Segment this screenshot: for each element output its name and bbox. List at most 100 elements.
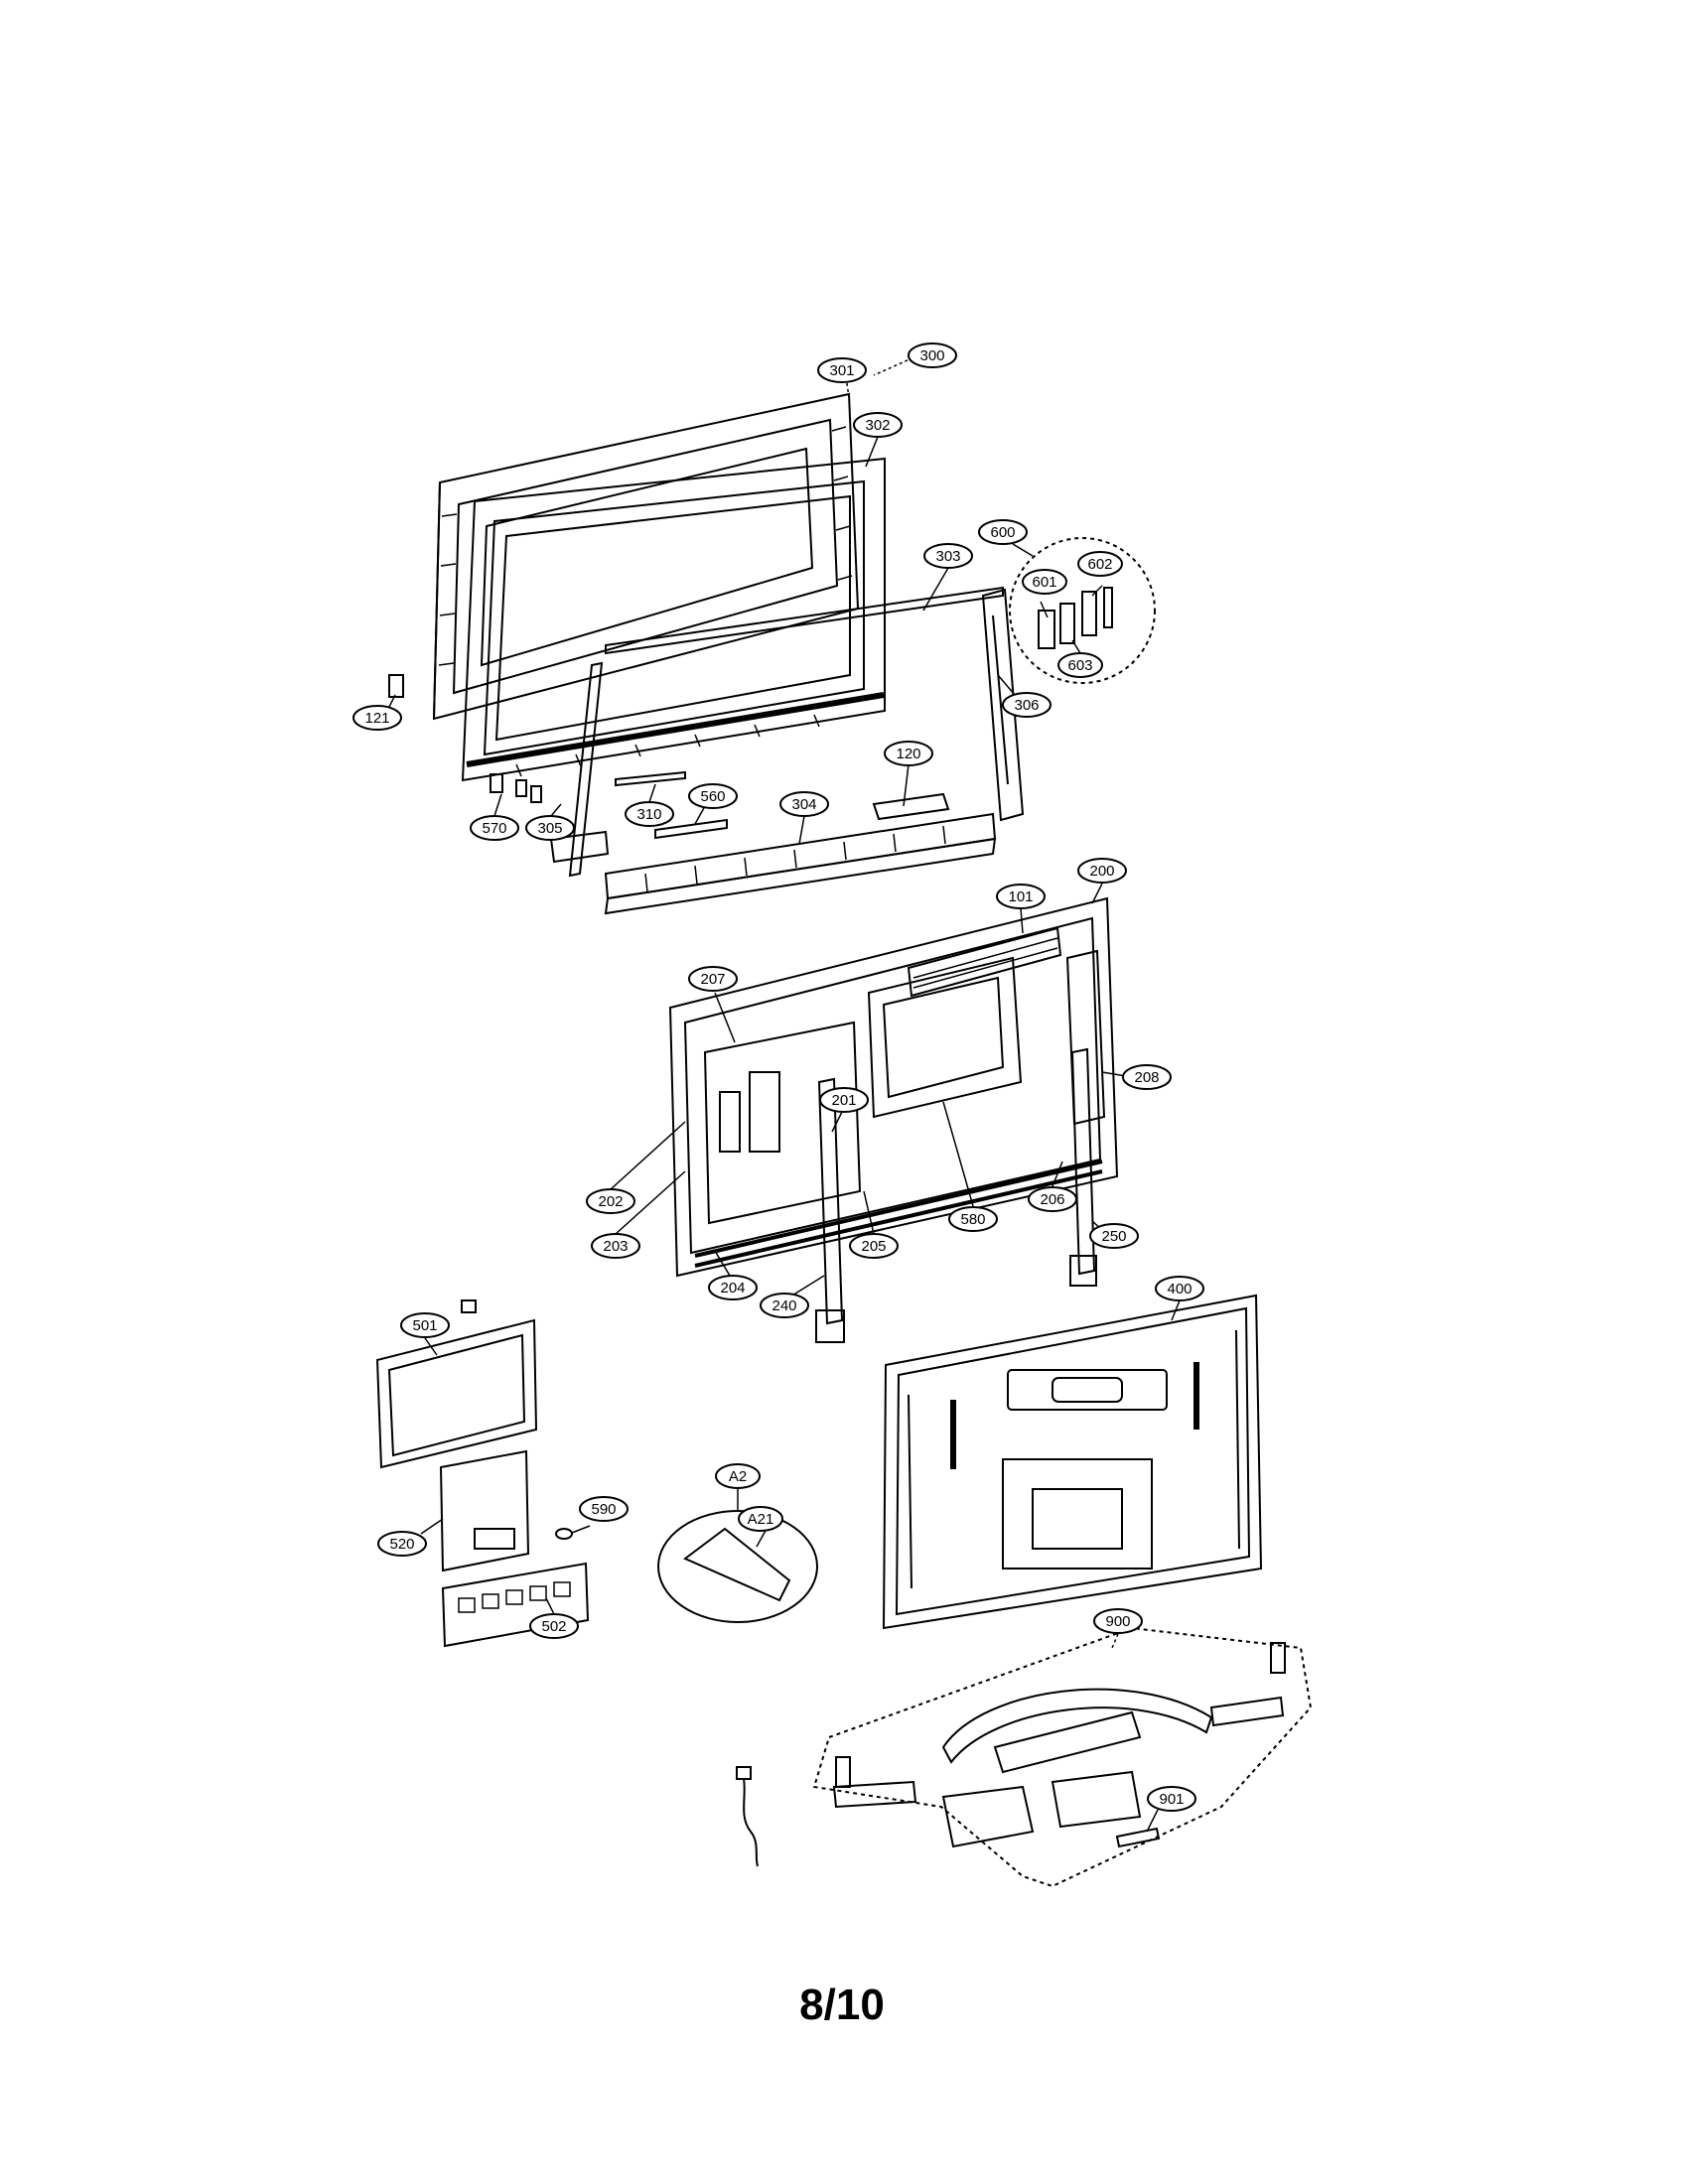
svg-text:A2: A2 <box>729 1468 747 1485</box>
callout-201: 201 <box>819 1087 869 1113</box>
callout-206: 206 <box>1028 1186 1077 1212</box>
group-a2-parts <box>657 1510 818 1623</box>
svg-text:310: 310 <box>636 806 661 823</box>
svg-text:207: 207 <box>700 971 725 988</box>
callout-501: 501 <box>400 1312 450 1338</box>
svg-text:900: 900 <box>1105 1613 1130 1630</box>
heat-sink-101 <box>907 926 1062 998</box>
svg-text:205: 205 <box>861 1238 886 1255</box>
svg-text:304: 304 <box>791 796 816 813</box>
svg-text:201: 201 <box>831 1092 856 1109</box>
main-chassis-part <box>668 896 1119 1343</box>
callout-207: 207 <box>688 966 738 992</box>
callout-901: 901 <box>1147 1786 1196 1812</box>
callout-240: 240 <box>760 1293 809 1318</box>
left-bracket-part <box>549 661 610 878</box>
svg-text:101: 101 <box>1008 888 1033 905</box>
board-502-part <box>441 1562 590 1648</box>
svg-text:580: 580 <box>960 1211 985 1228</box>
callout-200: 200 <box>1077 858 1127 884</box>
svg-text:601: 601 <box>1032 574 1056 591</box>
page-number: 8/10 <box>799 1980 885 2029</box>
svg-text:901: 901 <box>1159 1791 1184 1808</box>
board-520-part <box>439 1449 530 1572</box>
stand-assembly-part <box>812 1626 1313 1888</box>
callout-590: 590 <box>579 1496 629 1522</box>
callout-520: 520 <box>377 1531 427 1557</box>
stand-bracket-240 <box>815 1077 845 1343</box>
callout-580: 580 <box>948 1206 998 1232</box>
callout-a21: A21 <box>738 1506 783 1532</box>
back-cover-logo <box>1007 1369 1168 1411</box>
callout-502: 502 <box>529 1613 579 1639</box>
clips-570-part <box>490 773 542 803</box>
power-board-part <box>703 1021 862 1225</box>
callout-305: 305 <box>525 815 575 841</box>
svg-text:600: 600 <box>990 524 1015 541</box>
callout-601: 601 <box>1022 569 1067 595</box>
bar-310-part <box>615 770 686 787</box>
callout-250: 250 <box>1089 1223 1139 1249</box>
callout-560: 560 <box>688 783 738 809</box>
callout-603: 603 <box>1057 652 1103 678</box>
power-cord-part <box>736 1766 759 1867</box>
svg-text:200: 200 <box>1089 863 1114 880</box>
support-bar-part <box>605 586 1004 655</box>
front-filter-part <box>461 457 886 782</box>
leader-lines <box>388 354 1181 1833</box>
svg-text:603: 603 <box>1067 657 1092 674</box>
callout-300: 300 <box>908 342 957 368</box>
svg-text:301: 301 <box>829 362 854 379</box>
callout-310: 310 <box>625 801 674 827</box>
callout-600: 600 <box>978 519 1028 545</box>
callout-204: 204 <box>708 1275 758 1300</box>
svg-text:250: 250 <box>1101 1228 1126 1245</box>
svg-text:570: 570 <box>482 820 506 837</box>
part-590 <box>555 1528 573 1540</box>
callout-602: 602 <box>1077 551 1123 577</box>
callout-203: 203 <box>591 1233 640 1259</box>
callout-301: 301 <box>817 357 867 383</box>
callout-900: 900 <box>1093 1608 1143 1634</box>
bar-560-part <box>654 818 728 840</box>
back-cover-part <box>882 1294 1263 1630</box>
bottom-bar-part <box>604 812 997 915</box>
svg-text:203: 203 <box>603 1238 628 1255</box>
svg-text:121: 121 <box>364 710 389 727</box>
svg-text:A21: A21 <box>748 1511 774 1528</box>
svg-text:202: 202 <box>598 1193 623 1210</box>
speaker-grill-part <box>694 1160 1103 1268</box>
callout-306: 306 <box>1002 692 1052 718</box>
callout-121: 121 <box>352 705 402 731</box>
svg-text:240: 240 <box>772 1297 796 1314</box>
svg-text:300: 300 <box>919 347 944 364</box>
clip-121-part <box>388 674 404 698</box>
svg-text:120: 120 <box>896 746 920 762</box>
callout-101: 101 <box>996 884 1046 909</box>
svg-text:206: 206 <box>1040 1191 1064 1208</box>
callout-205: 205 <box>849 1233 899 1259</box>
svg-text:501: 501 <box>412 1317 437 1334</box>
front-bezel-part <box>432 392 860 721</box>
svg-text:302: 302 <box>865 417 890 434</box>
svg-text:208: 208 <box>1134 1069 1159 1086</box>
svg-text:303: 303 <box>935 548 960 565</box>
group-600-parts <box>1009 537 1156 684</box>
svg-text:204: 204 <box>720 1280 745 1297</box>
callout-304: 304 <box>779 791 829 817</box>
main-board-part <box>867 956 1023 1119</box>
callout-a2: A2 <box>715 1463 761 1489</box>
callout-302: 302 <box>853 412 903 438</box>
svg-text:306: 306 <box>1014 697 1039 714</box>
bracket-120-part <box>872 792 950 821</box>
svg-text:560: 560 <box>700 788 725 805</box>
svg-text:400: 400 <box>1167 1281 1192 1297</box>
svg-text:590: 590 <box>591 1501 616 1518</box>
svg-text:305: 305 <box>537 820 562 837</box>
callout-120: 120 <box>884 741 933 766</box>
board-501-part <box>375 1299 538 1469</box>
callout-208: 208 <box>1122 1064 1172 1090</box>
callout-202: 202 <box>586 1188 635 1214</box>
callout-570: 570 <box>470 815 519 841</box>
